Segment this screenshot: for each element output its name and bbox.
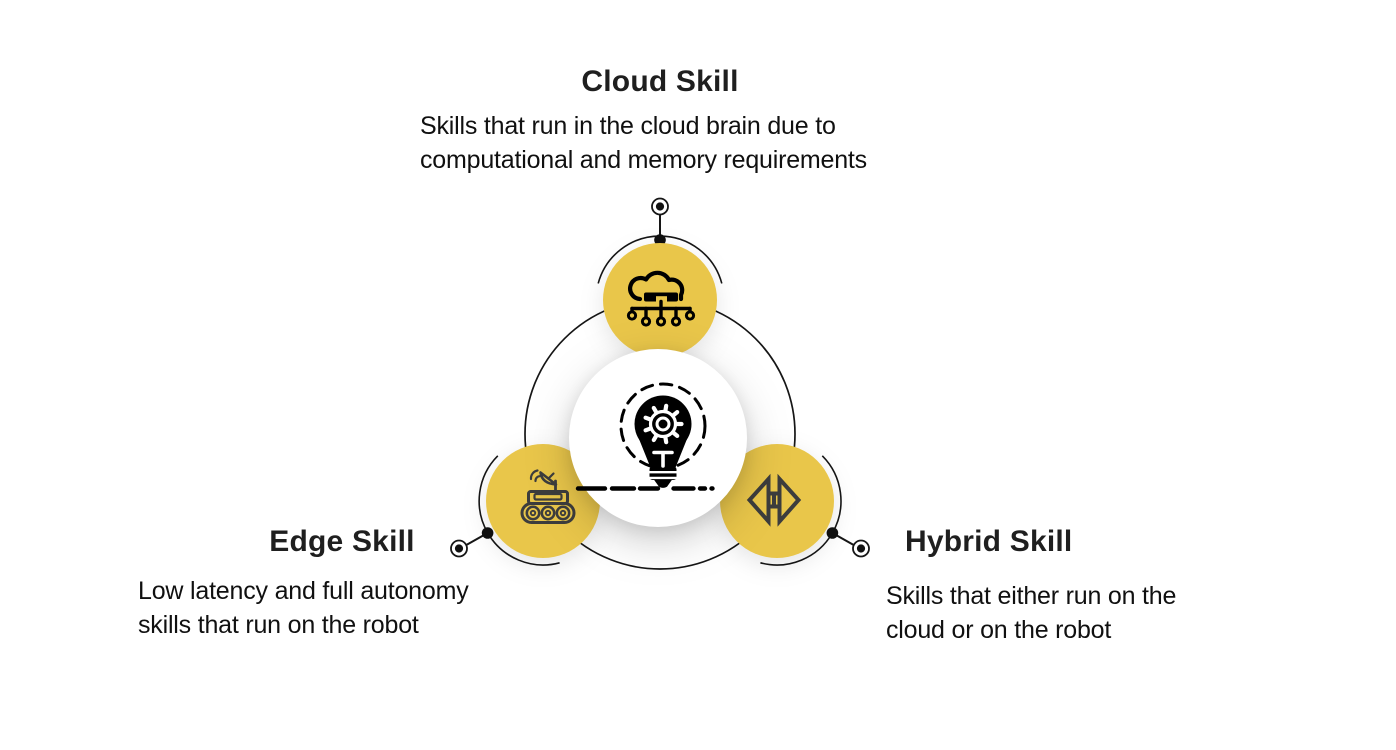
hybrid-connector [826,527,870,558]
hybrid-skill-title: Hybrid Skill [905,525,1073,558]
idea-lightbulb-gear-icon [575,382,715,491]
edge-skill-description: Low latency and full autonomy skills tha… [138,577,469,639]
edge-node-circle [486,444,600,558]
cloud-skill-title: Cloud Skill [581,65,739,98]
gear-glyph [643,403,684,445]
edge-connector-dot [481,527,494,539]
hybrid-node-circle [720,444,834,558]
cloud-connector-dot [654,234,666,246]
hybrid-skill-description: Skills that either run on the cloud or o… [886,582,1177,644]
hybrid-connector-dot [826,527,839,539]
cloud-skill-description: Skills that run in the cloud brain due t… [420,112,867,174]
swap-arrows-icon [746,473,802,527]
edge-connector [450,527,494,558]
edge-skill-title: Edge Skill [269,525,415,558]
cloud-connector [651,197,669,246]
cloud-network-icon [626,270,696,327]
robot-rover-icon [520,469,576,524]
